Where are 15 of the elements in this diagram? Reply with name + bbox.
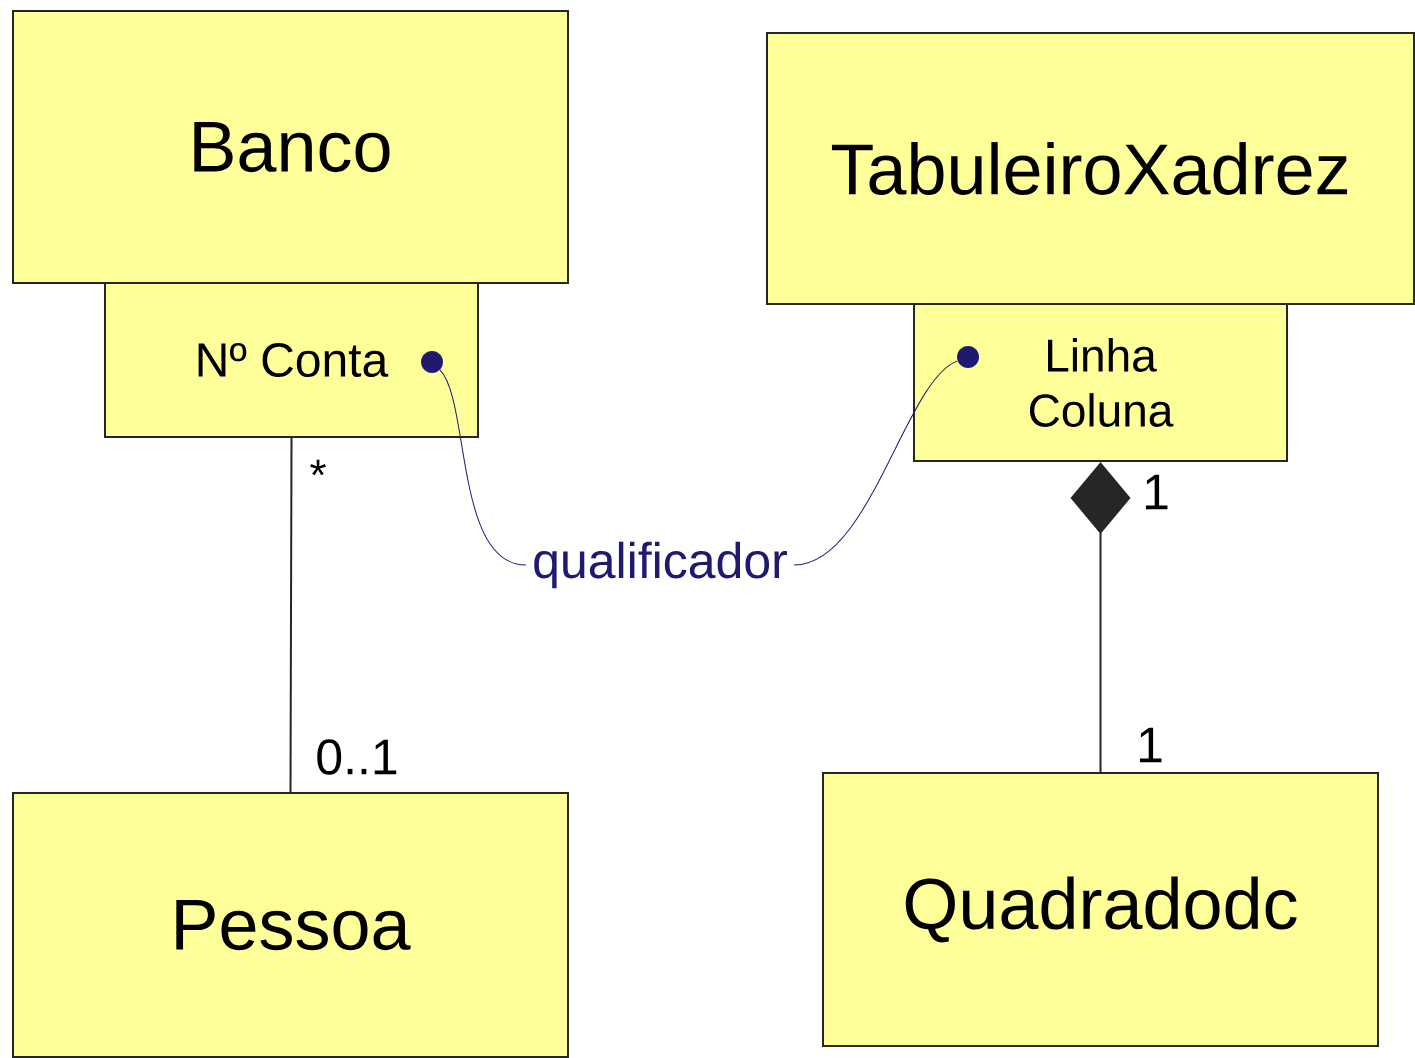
multiplicity-label: * [310,459,326,476]
multiplicity-label: 0..1 [317,739,397,775]
note-text: qualificador [534,541,787,589]
qualifier-box: Linha Coluna [913,303,1288,462]
class-box: Quadradodc [822,772,1379,1047]
composition-line [1070,462,1131,773]
multiplicity-label: 1 [1145,474,1168,510]
association-line [289,437,293,793]
leader-line [793,360,958,566]
qualifier-box: Nº Conta [104,282,479,438]
leader-line [439,369,527,566]
multiplicity-label: 1 [1139,727,1162,763]
class-box: Pessoa [12,792,569,1058]
qualifier-dot [421,351,443,373]
qualifier-dot [957,346,979,368]
